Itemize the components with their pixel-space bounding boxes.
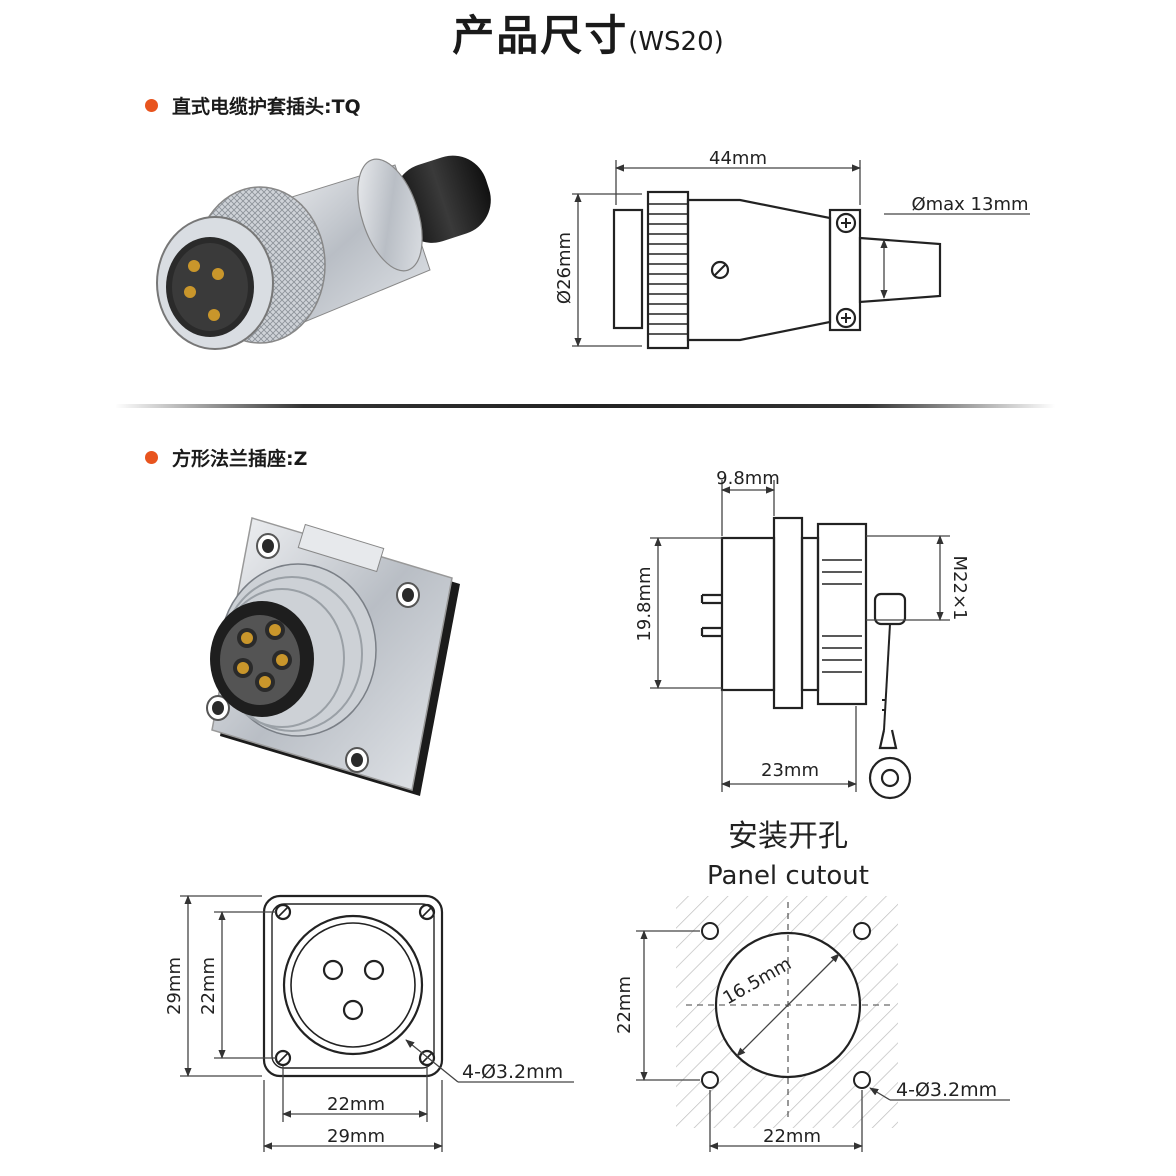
section-label-plug-text: 直式电缆护套插头:TQ <box>172 96 361 118</box>
socket-side-drawing <box>700 516 912 800</box>
section-label-plug: 直式电缆护套插头:TQ <box>145 92 361 119</box>
bullet-dot-icon <box>145 451 158 464</box>
cutout-holes-label: 4-Ø3.2mm <box>896 1079 997 1101</box>
plug-photo <box>156 155 491 350</box>
plug-dimensions <box>572 160 1030 347</box>
cutout-title-en: Panel cutout <box>707 861 869 891</box>
socket-height-label: 19.8mm <box>634 566 655 641</box>
front-outer-height-label: 29mm <box>164 957 185 1015</box>
section-label-socket-text: 方形法兰插座:Z <box>172 448 308 470</box>
socket-depth-label: 23mm <box>761 760 819 781</box>
plug-side-drawing <box>612 190 942 350</box>
plug-diameter-label: Ø26mm <box>554 232 575 304</box>
panel-cutout-drawing <box>676 896 898 1128</box>
panel-cutout-dimensions <box>636 930 1010 1152</box>
page-title: 产品尺寸(WS20) <box>0 2 1176 63</box>
socket-front-dimensions <box>180 895 574 1152</box>
cutout-horizontal-spacing-label: 22mm <box>763 1126 821 1147</box>
title-sub: (WS20) <box>628 27 724 57</box>
socket-flange-label: 9.8mm <box>716 468 780 489</box>
front-inner-width-label: 22mm <box>327 1094 385 1115</box>
socket-thread-label: M22×1 <box>949 556 970 621</box>
front-inner-height-label: 22mm <box>198 957 219 1015</box>
section-label-socket: 方形法兰插座:Z <box>145 444 307 471</box>
plug-cable-label: Ømax 13mm <box>911 194 1028 215</box>
section-divider <box>115 404 1055 408</box>
front-holes-label: 4-Ø3.2mm <box>462 1061 563 1083</box>
socket-front-drawing <box>262 894 444 1078</box>
cutout-vertical-spacing-label: 22mm <box>614 976 635 1034</box>
front-outer-width-label: 29mm <box>327 1126 385 1147</box>
socket-side-dimensions <box>650 480 950 792</box>
title-main: 产品尺寸 <box>452 11 629 60</box>
cutout-title-cn: 安装开孔 <box>728 819 848 854</box>
socket-photo <box>206 517 460 796</box>
bullet-dot-icon <box>145 99 158 112</box>
plug-length-label: 44mm <box>709 148 767 169</box>
